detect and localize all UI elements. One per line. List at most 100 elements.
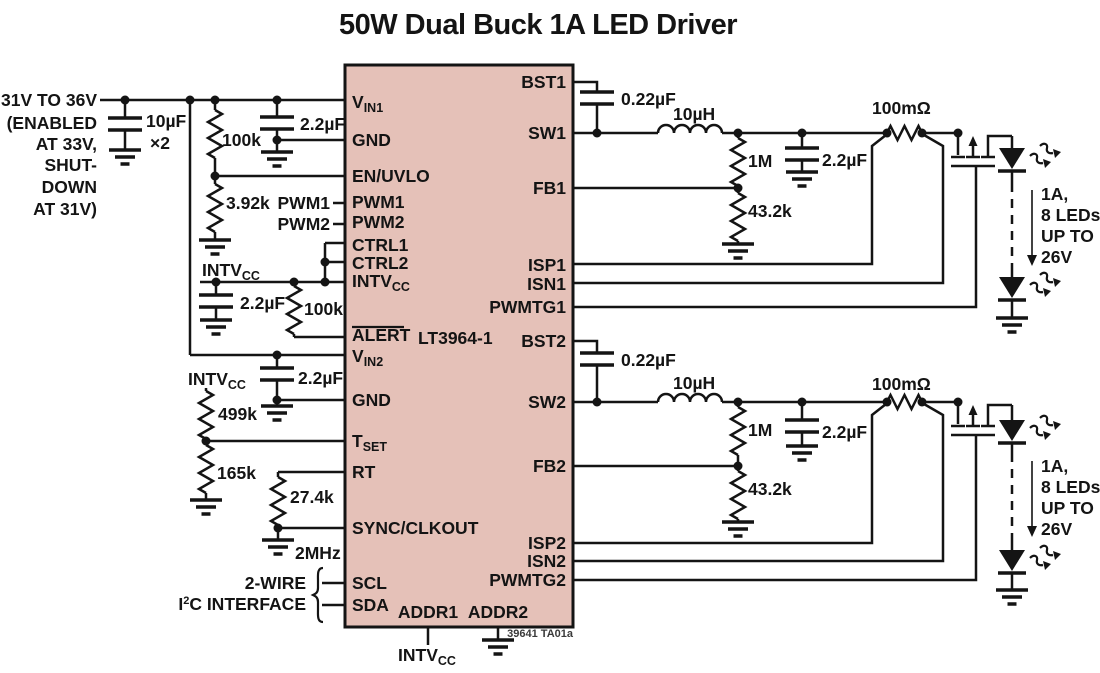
pin-label-pwmtg1: PWMTG1 bbox=[489, 297, 566, 317]
input-range-line: AT 31V) bbox=[33, 199, 97, 219]
input-range-line: SHUT- bbox=[45, 155, 98, 175]
value-bst2-cap: 0.22µF bbox=[621, 350, 676, 370]
led-symbol bbox=[996, 548, 1028, 575]
drawing-code: 39641 TA01a bbox=[507, 628, 574, 640]
current-arrowhead-ch2 bbox=[1027, 526, 1037, 537]
i2c-label-line2: I2C INTERFACE bbox=[178, 594, 306, 614]
value-resistor-499k: 499k bbox=[218, 404, 257, 424]
ground-symbol bbox=[784, 170, 820, 188]
resistor-sense-ch2 bbox=[885, 393, 924, 411]
resistor-499k bbox=[197, 389, 215, 441]
ground-symbol bbox=[259, 150, 295, 168]
value-resistor-1m-ch1: 1M bbox=[748, 151, 772, 171]
pin-label-pwm1: PWM1 bbox=[352, 192, 405, 212]
value-inductor-ch2: 10µH bbox=[673, 373, 715, 393]
pmos-switch-symbol-ch2 bbox=[949, 400, 1014, 437]
bias-annotations: INTVCC 2.2µF 100k 2.2µF INTVCC 499k 165k… bbox=[188, 260, 343, 563]
value-inductor-ch1: 10µH bbox=[673, 104, 715, 124]
ic-outline bbox=[343, 63, 575, 629]
net-label-intvcc: INTVCC bbox=[188, 369, 246, 392]
schematic-title: 50W Dual Buck 1A LED Driver bbox=[339, 9, 737, 41]
ground-symbol bbox=[197, 238, 233, 256]
value-resistor-100k-alert: 100k bbox=[304, 299, 343, 319]
led-strings bbox=[996, 142, 1063, 575]
resistor-27.4k bbox=[269, 475, 287, 527]
pin-label-en-uvlo: EN/UVLO bbox=[352, 166, 430, 186]
value-sense-resistor-ch1: 100mΩ bbox=[872, 98, 931, 118]
pin-label-gnd1: GND bbox=[352, 130, 391, 150]
pin-label-isp2: ISP2 bbox=[528, 533, 566, 553]
wires-channel2 bbox=[573, 339, 1014, 590]
value-bst1-cap: 0.22µF bbox=[621, 89, 676, 109]
value-out-cap-ch2: 2.2µF bbox=[822, 422, 867, 442]
value-sense-resistor-ch2: 100mΩ bbox=[872, 374, 931, 394]
pin-label-addr2: ADDR2 bbox=[468, 602, 529, 622]
value-input-cap: 10µF bbox=[146, 111, 187, 131]
led-note-ch2: 26V bbox=[1041, 519, 1072, 539]
resistor-165k bbox=[197, 443, 215, 495]
pin-label-sda: SDA bbox=[352, 595, 389, 615]
pin-label-vin1: VIN1 bbox=[352, 92, 383, 115]
pin-label-fb1: FB1 bbox=[533, 178, 566, 198]
input-range-line: AT 33V, bbox=[36, 134, 97, 154]
input-range-line: (ENABLED bbox=[7, 113, 97, 133]
pin-label-pwmtg2: PWMTG2 bbox=[489, 570, 566, 590]
value-resistor-27.4k: 27.4k bbox=[290, 487, 334, 507]
led-glow-icon bbox=[1028, 414, 1063, 442]
pmos-switches bbox=[949, 131, 1014, 437]
input-range-line: DOWN bbox=[42, 177, 97, 197]
value-resistor-165k: 165k bbox=[217, 463, 256, 483]
led-note-ch1: 1A, bbox=[1041, 184, 1068, 204]
resistor-1m-ch2 bbox=[729, 405, 747, 457]
pin-label-bst2: BST2 bbox=[521, 331, 566, 351]
led-symbol bbox=[996, 146, 1028, 173]
value-input-cap-qty: ×2 bbox=[150, 133, 170, 153]
pin-label-scl: SCL bbox=[352, 573, 387, 593]
inductor-ch2 bbox=[656, 392, 724, 404]
signal-pwm1: PWM1 bbox=[278, 193, 331, 213]
resistor-1m-ch1 bbox=[729, 136, 747, 188]
capacitor-bst1 bbox=[578, 90, 616, 106]
pin-label-isn2: ISN2 bbox=[527, 551, 566, 571]
led-note-ch1: 8 LEDs bbox=[1041, 205, 1100, 225]
led-symbol bbox=[996, 418, 1028, 445]
capacitor-intvcc bbox=[197, 293, 235, 309]
signal-pwm2: PWM2 bbox=[278, 214, 331, 234]
net-label-intvcc-addr1: INTVCC bbox=[398, 645, 456, 668]
value-capacitor-vin1: 2.2µF bbox=[300, 114, 345, 134]
i2c-annotations: 2-WIRE I2C INTERFACE bbox=[178, 573, 306, 614]
pin-label-isn1: ISN1 bbox=[527, 274, 566, 294]
inductor-ch1 bbox=[656, 123, 724, 135]
pin-label-intvcc: INTVCC bbox=[352, 271, 410, 294]
pin-label-sync-clkout: SYNC/CLKOUT bbox=[352, 518, 479, 538]
resistor-3.92k bbox=[206, 182, 224, 234]
capacitor-bst2 bbox=[578, 351, 616, 367]
resistor-sense-ch1 bbox=[885, 124, 924, 142]
led-glow-icon bbox=[1028, 142, 1063, 170]
capacitor-out1 bbox=[783, 146, 821, 162]
resistor-100k-alert bbox=[285, 284, 303, 336]
ground-symbol bbox=[480, 638, 516, 656]
pin-label-tset: TSET bbox=[352, 431, 387, 454]
i2c-label-line1: 2-WIRE bbox=[245, 573, 306, 593]
ground-symbol bbox=[720, 242, 756, 260]
value-resistor-43.2k-ch1: 43.2k bbox=[748, 201, 792, 221]
led-note-ch1: 26V bbox=[1041, 247, 1072, 267]
led-note-ch1: UP TO bbox=[1041, 226, 1094, 246]
pin-label-rt: RT bbox=[352, 462, 376, 482]
channel2-annotations: 0.22µF 10µH 1M 43.2k 2.2µF 100mΩ 1A, 8 L… bbox=[621, 350, 1100, 539]
pin-label-bst1: BST1 bbox=[521, 72, 566, 92]
pin-label-addr1: ADDR1 bbox=[398, 602, 459, 622]
value-resistor-100k-uvlo: 100k bbox=[222, 130, 261, 150]
pin-label-isp1: ISP1 bbox=[528, 255, 566, 275]
pin-label-sw1: SW1 bbox=[528, 123, 566, 143]
resistor-43.2k-ch1 bbox=[729, 191, 747, 243]
led-symbol bbox=[996, 275, 1028, 302]
capacitor-input bbox=[106, 116, 144, 132]
pin-label-ctrl2: CTRL2 bbox=[352, 253, 409, 273]
value-capacitor-vin2: 2.2µF bbox=[298, 368, 343, 388]
ic-part-number: LT3964-1 bbox=[418, 328, 493, 348]
value-capacitor-intvcc: 2.2µF bbox=[240, 293, 285, 313]
led-glow-icon bbox=[1028, 271, 1063, 299]
